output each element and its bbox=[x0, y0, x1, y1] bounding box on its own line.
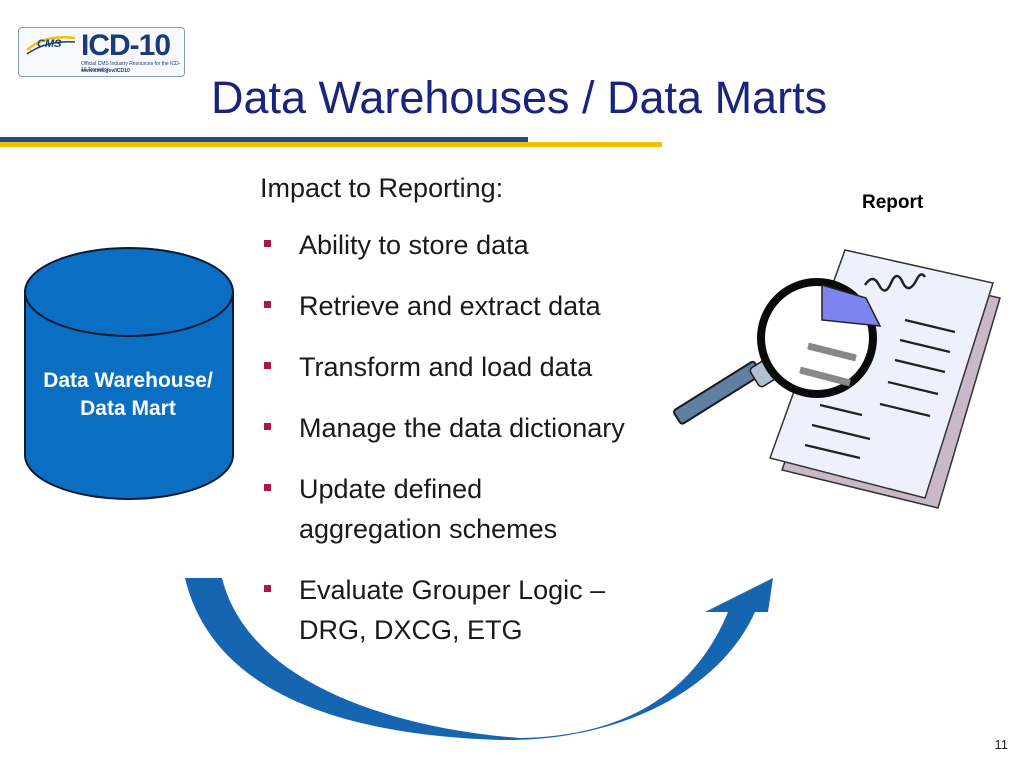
bullet-square-icon bbox=[264, 362, 271, 369]
bullet-square-icon bbox=[264, 423, 271, 430]
slide-title: Data Warehouses / Data Marts bbox=[211, 72, 828, 123]
title-rule-blue bbox=[0, 137, 528, 142]
bullet-square-icon bbox=[264, 484, 271, 491]
icd10-logo: CMS ICD-10 Official CMS Industry Resourc… bbox=[18, 27, 185, 77]
cylinder-label-line1: Data Warehouse/ bbox=[43, 369, 213, 392]
bullet-square-icon bbox=[264, 240, 271, 247]
cycle-arrow-icon bbox=[185, 578, 773, 741]
bullet-list: Ability to store data Retrieve and extra… bbox=[260, 225, 680, 650]
bullet-square-icon bbox=[264, 301, 271, 308]
list-item: Transform and load data bbox=[260, 347, 680, 387]
list-item: Manage the data dictionary bbox=[260, 408, 680, 448]
bullet-square-icon bbox=[264, 585, 271, 592]
list-item: Retrieve and extract data bbox=[260, 286, 680, 326]
logo-name: ICD-10 bbox=[81, 29, 171, 62]
cms-swoosh-icon bbox=[26, 36, 76, 55]
slide-content: Impact to Reporting: Ability to store da… bbox=[260, 170, 680, 671]
list-item: Ability to store data bbox=[260, 225, 680, 265]
report-label: Report bbox=[862, 192, 924, 213]
logo-url: www.cms.gov/ICD10 bbox=[81, 68, 130, 74]
cylinder-label-line2: Data Mart bbox=[80, 397, 176, 420]
cylinder-label: Data Warehouse/ Data Mart bbox=[28, 367, 228, 423]
magnifier-icon bbox=[673, 278, 882, 425]
page-number: 11 bbox=[994, 737, 1009, 752]
title-rule-gold bbox=[0, 142, 662, 147]
logo-brand: CMS bbox=[37, 38, 62, 50]
list-item: Evaluate Grouper Logic –DRG, DXCG, ETG bbox=[260, 570, 680, 650]
database-cylinder-icon bbox=[24, 247, 234, 500]
content-heading: Impact to Reporting: bbox=[260, 173, 504, 203]
logo-tagline: Official CMS Industry Resources for the … bbox=[81, 61, 181, 73]
